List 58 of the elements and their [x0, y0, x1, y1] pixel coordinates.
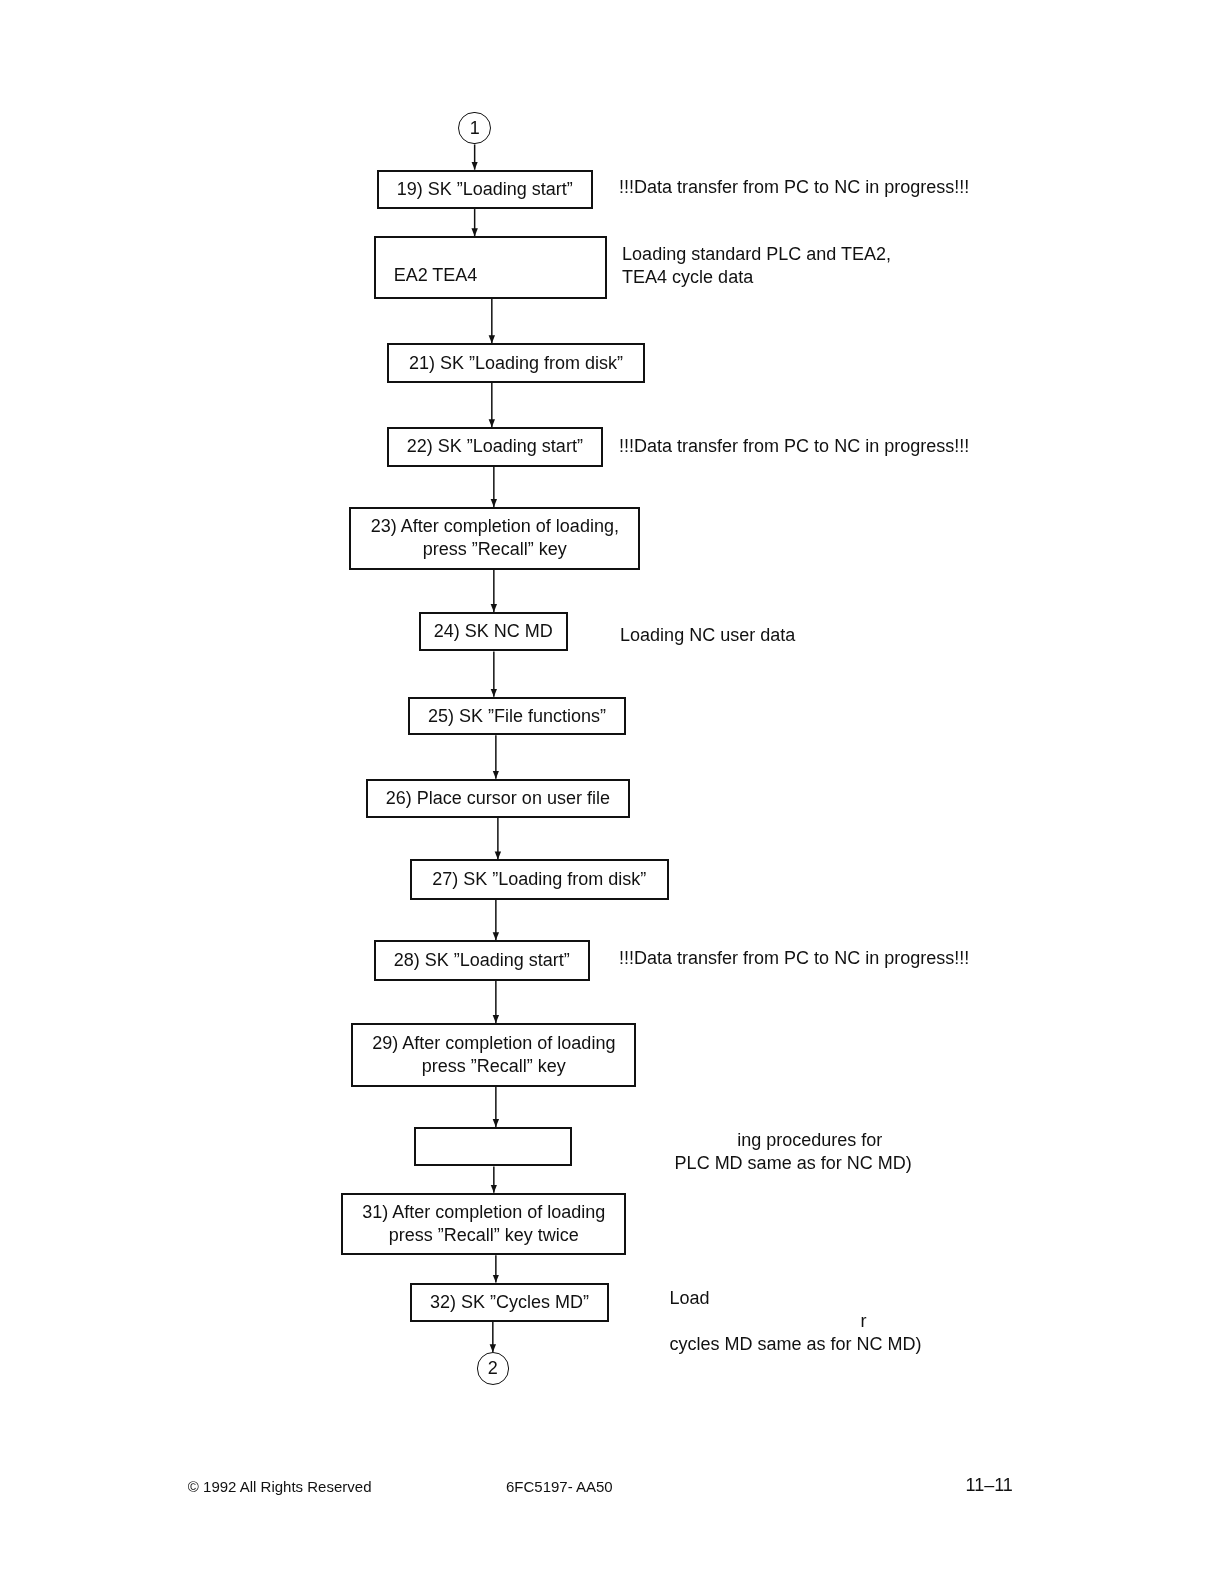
note-text: !!!Data transfer from PC to NC in progress!!!	[619, 435, 970, 459]
step-text: 29) After completion of loading press ”Recall” key	[371, 1031, 617, 1078]
arrow	[488, 382, 495, 428]
footer-text: © 1992 All Rights Reserved	[187, 1478, 372, 1496]
arrow	[490, 1165, 498, 1194]
step-text: 2	[487, 1356, 498, 1380]
process-box	[376, 169, 593, 210]
step-text: EA2 TEA4	[393, 263, 478, 287]
arrow	[492, 734, 500, 780]
step-text: 1	[469, 116, 480, 140]
arrow	[490, 568, 498, 613]
process-box	[365, 778, 631, 818]
step-text: 28) SK ”Loading start”	[393, 948, 570, 972]
process-box	[386, 427, 603, 467]
page-number: 11–11	[965, 1475, 1013, 1497]
arrow	[492, 1254, 500, 1284]
note-text: Loading standard PLC and TEA2, TEA4 cycle data	[622, 243, 892, 290]
note-text: cycles MD same as for NC MD)	[669, 1333, 922, 1357]
step-text: 25) SK ”File functions”	[428, 704, 607, 728]
arrow	[471, 208, 478, 238]
connector-circle	[476, 1352, 509, 1385]
step-text: 21) SK ”Loading from disk”	[409, 351, 624, 375]
note-text: !!!Data transfer from PC to NC in progress!!!	[619, 947, 970, 971]
note-text: !!!Data transfer from PC to NC in progress!!!	[619, 175, 970, 199]
note-text: Load	[669, 1286, 710, 1310]
step-text: 27) SK ”Loading from disk”	[432, 868, 647, 892]
step-text: 32) SK ”Cycles MD”	[429, 1290, 589, 1314]
step-text: 31) After completion of loading press ”Recall” key twice	[361, 1201, 607, 1247]
arrow	[488, 298, 495, 345]
process-box	[410, 859, 669, 900]
document-number: 6FC5197- AA50	[505, 1478, 613, 1496]
process-box	[386, 343, 646, 383]
arrow	[492, 899, 500, 941]
process-box	[373, 236, 607, 299]
step-text: 26) Place cursor on user file	[385, 786, 610, 810]
arrow	[490, 650, 498, 698]
arrow	[490, 465, 498, 508]
process-box	[414, 1127, 572, 1167]
arrow	[489, 1321, 497, 1353]
process-box	[419, 612, 568, 652]
note-text: r	[860, 1309, 867, 1333]
process-box	[351, 1023, 637, 1087]
step-text: 24) SK NC MD	[433, 620, 553, 644]
step-text: 23) After completion of loading, press ”Recall” key	[369, 515, 620, 562]
connector-circle	[458, 112, 491, 145]
arrow	[492, 979, 500, 1024]
arrow	[494, 817, 502, 861]
process-box	[410, 1282, 609, 1322]
process-box	[341, 1192, 627, 1256]
arrow	[492, 1085, 500, 1128]
note-text: ing procedures for PLC MD same as for NC MD)	[674, 1129, 913, 1176]
arrow	[471, 143, 478, 171]
process-box	[349, 506, 641, 570]
step-text: 22) SK ”Loading start”	[406, 435, 583, 459]
process-box	[408, 696, 627, 736]
note-text: Loading NC user data	[620, 624, 796, 648]
step-text: 19) SK ”Loading start”	[396, 177, 573, 201]
process-box	[373, 940, 590, 981]
